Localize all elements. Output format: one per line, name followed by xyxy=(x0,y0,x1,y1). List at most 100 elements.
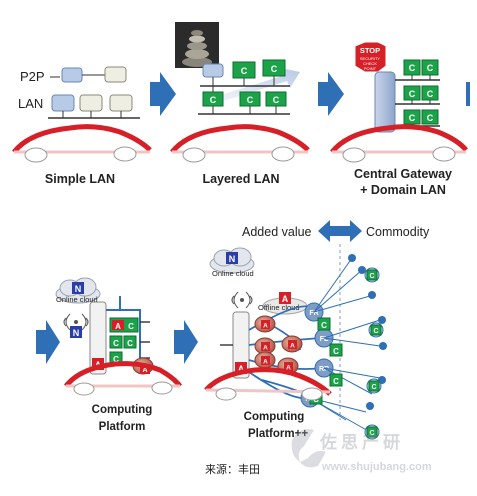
stage-title-cp-line1: Computing xyxy=(92,404,153,416)
lan-label: LAN xyxy=(18,96,43,111)
svg-text:A: A xyxy=(115,322,121,331)
computing-platform-unit xyxy=(89,301,107,375)
node-n xyxy=(226,252,238,264)
svg-text:C: C xyxy=(409,63,416,73)
svg-text:N: N xyxy=(229,254,236,264)
svg-text:C: C xyxy=(427,113,434,123)
node-label: C xyxy=(273,95,280,105)
offline-cloud-icon: A xyxy=(262,292,308,315)
offline-cloud-label: Offline cloud xyxy=(258,303,300,312)
p2p-label: P2P xyxy=(20,69,45,84)
online-cloud-label-4: Online cloud xyxy=(56,295,98,304)
node-a xyxy=(140,364,150,374)
progress-arrow-5 xyxy=(174,320,198,364)
sensor-node-c: C xyxy=(366,378,382,394)
svg-text:A: A xyxy=(263,359,268,366)
svg-text:FR: FR xyxy=(309,310,318,317)
node-a xyxy=(279,292,291,304)
source-caption: 来源：丰田 xyxy=(205,462,260,476)
stage-computing-platform: N Online cloud N A A C C C C xyxy=(55,277,182,433)
svg-text:A: A xyxy=(282,294,289,304)
online-cloud-icon: N xyxy=(55,277,101,304)
progress-arrow-2 xyxy=(318,72,344,116)
lan-node-3 xyxy=(109,94,133,112)
ai-brain-icon: A xyxy=(254,315,276,333)
svg-text:C: C xyxy=(369,430,374,437)
watermark-brand: 佐思产研 xyxy=(319,432,404,452)
stacked-stones-image xyxy=(175,22,219,68)
node-n xyxy=(70,326,82,338)
node-c xyxy=(262,59,286,77)
node-label: C xyxy=(247,95,254,105)
node-c xyxy=(421,109,439,125)
svg-text:C: C xyxy=(321,321,327,330)
svg-text:RR: RR xyxy=(319,366,329,373)
svg-text:A: A xyxy=(238,364,245,374)
stage-title-cp-line2: Platform xyxy=(99,421,146,433)
progress-arrow-1 xyxy=(150,72,176,116)
sensor-node-c: C xyxy=(364,267,380,283)
progress-arrow-3-partial xyxy=(466,82,470,106)
online-cloud-label-5: Online cloud xyxy=(212,269,254,278)
svg-text:A: A xyxy=(290,343,295,350)
svg-text:CHECK: CHECK xyxy=(363,61,377,66)
value-trend: Added value Commodity xyxy=(242,220,430,420)
svg-text:POINT: POINT xyxy=(364,66,377,71)
svg-text:C: C xyxy=(427,89,434,99)
progress-arrow-4 xyxy=(36,320,60,364)
stage-central-gateway: STOP SECURITY CHECK POINT C C C C C C xyxy=(330,41,468,197)
stage-title-gateway-line1: Central Gateway xyxy=(354,167,452,181)
svg-text:C: C xyxy=(409,113,416,123)
stage-simple-lan: P2P LAN Simple LAN xyxy=(12,66,152,186)
antenna-icon xyxy=(231,291,253,309)
svg-text:SECURITY: SECURITY xyxy=(360,56,381,61)
watermark-logo: 佐思产研 www.shujubang.com xyxy=(291,429,432,473)
svg-text:C: C xyxy=(369,273,374,280)
lan-node-1 xyxy=(51,94,75,112)
node-c xyxy=(317,317,331,331)
rising-arrow xyxy=(205,68,300,106)
car-1 xyxy=(12,124,152,163)
svg-text:C: C xyxy=(113,355,119,364)
watermark-url: www.shujubang.com xyxy=(321,461,432,473)
svg-text:C: C xyxy=(333,377,339,386)
added-value-label: Added value xyxy=(242,225,312,239)
svg-text:C: C xyxy=(409,89,416,99)
sensor-spokes xyxy=(309,257,381,433)
node-label: C xyxy=(271,64,278,74)
commodity-label: Commodity xyxy=(366,225,430,239)
svg-text:C: C xyxy=(128,322,134,331)
lan-node-2 xyxy=(79,94,103,112)
stage-layered-lan: C C C C C Layered LAN xyxy=(170,22,310,186)
node-c xyxy=(329,343,343,357)
svg-text:C: C xyxy=(113,339,119,348)
stage-title-cpp-line1: Computing xyxy=(244,411,305,423)
svg-text:C: C xyxy=(333,347,339,356)
stage-computing-platform-plus: N Online cloud A Offline cloud A A xyxy=(204,247,387,440)
svg-text:N: N xyxy=(73,328,80,338)
stage-title-gateway-line2: + Domain LAN xyxy=(360,183,446,197)
svg-text:A: A xyxy=(263,323,268,330)
node-c xyxy=(109,335,123,349)
node-n xyxy=(72,282,84,294)
antenna-icon xyxy=(63,313,89,331)
node-c xyxy=(123,335,137,349)
stage-title-cpp-line2: Platform++ xyxy=(248,428,308,440)
double-arrow-icon xyxy=(318,220,362,242)
car-2 xyxy=(170,124,310,163)
sensor-node-c: C xyxy=(364,424,380,440)
ai-brain-icon: A xyxy=(281,335,303,353)
svg-text:N: N xyxy=(75,284,82,294)
svg-text:C: C xyxy=(371,384,376,391)
stage-title-simple-lan: Simple LAN xyxy=(45,172,115,186)
svg-text:FL: FL xyxy=(320,336,329,343)
central-gateway xyxy=(374,71,396,133)
p2p-node-a xyxy=(61,67,83,83)
node-a xyxy=(112,320,124,330)
node-c xyxy=(329,373,343,387)
svg-text:A: A xyxy=(263,345,268,352)
svg-text:C: C xyxy=(427,63,434,73)
online-cloud-icon: N xyxy=(209,247,255,274)
stage-title-layered-lan: Layered LAN xyxy=(202,172,279,186)
